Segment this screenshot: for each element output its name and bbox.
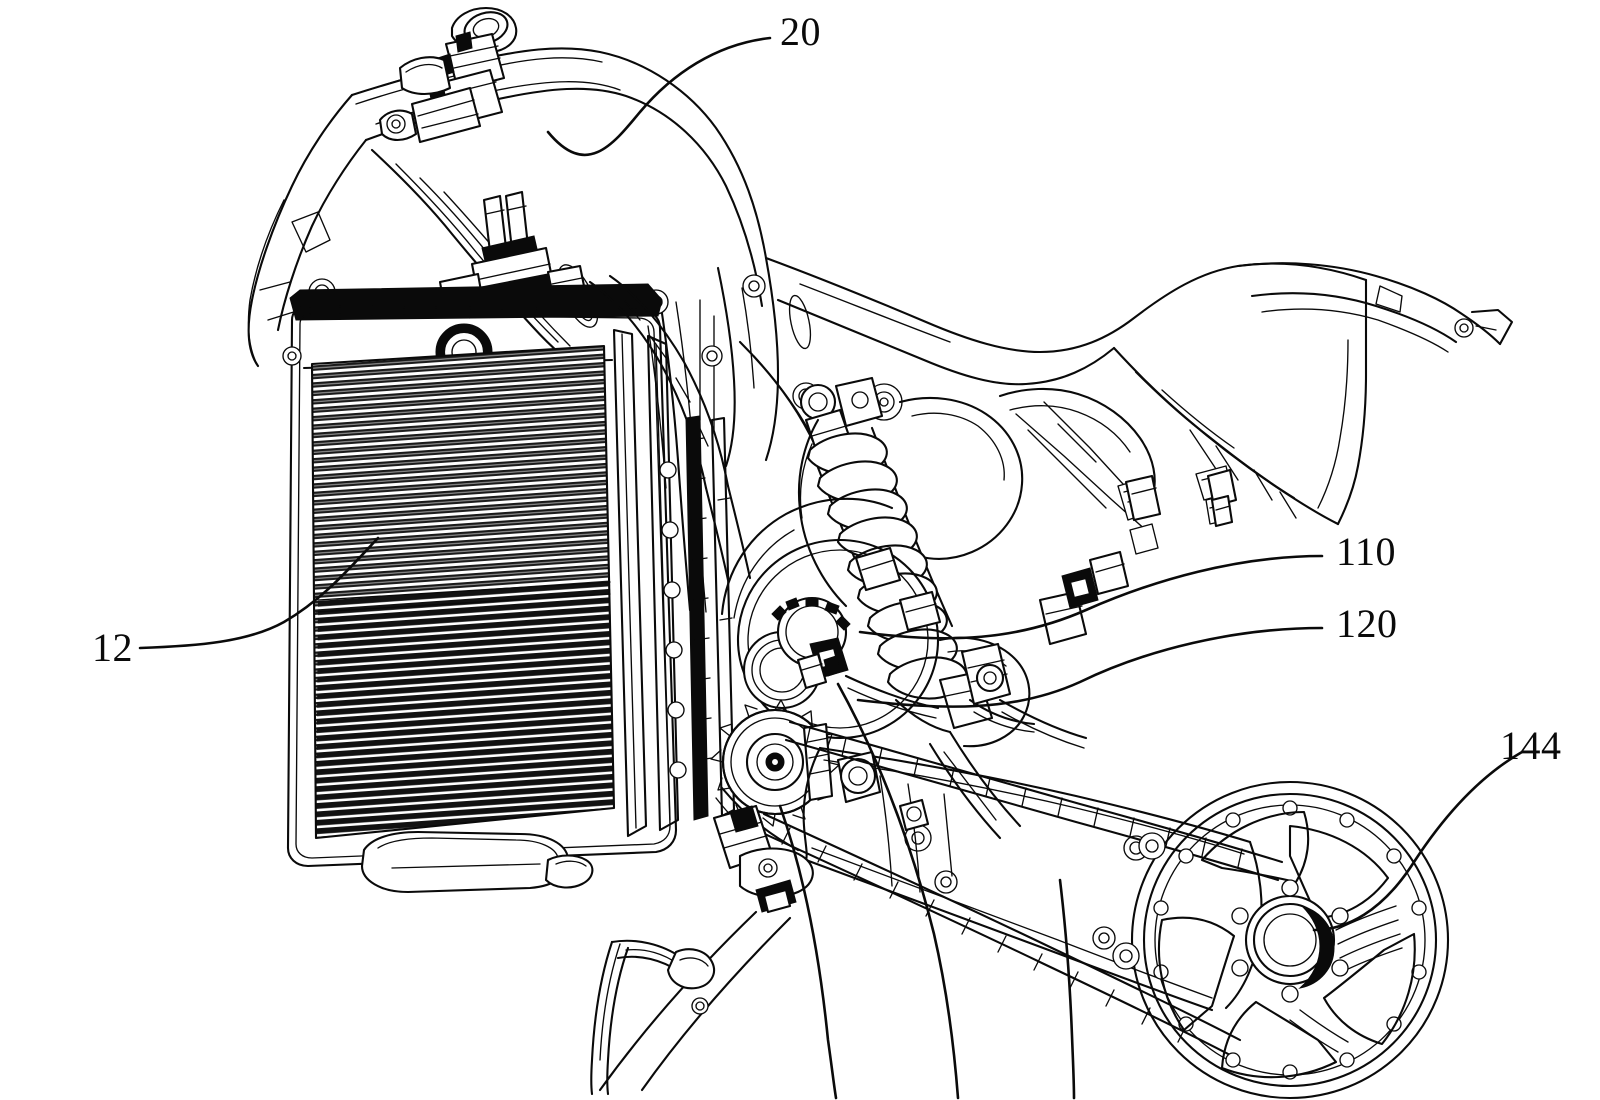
coolant-hoses xyxy=(588,274,842,821)
leader-120 xyxy=(856,626,1324,708)
callout-number-20: 20 xyxy=(780,9,821,54)
front-drive-sprocket xyxy=(710,699,840,863)
drive-motor xyxy=(720,497,942,740)
leader-144 xyxy=(1312,750,1524,932)
callout-leaders xyxy=(138,36,1524,932)
callout-number-120: 120 xyxy=(1336,601,1398,646)
leader-20 xyxy=(546,36,772,157)
callout-number-12: 12 xyxy=(92,625,133,670)
rear-sprocket-pulley xyxy=(1112,780,1450,1100)
side-stand-and-footpeg xyxy=(590,804,814,1096)
lower-leader-lines xyxy=(778,682,1076,1100)
radiator xyxy=(282,283,687,894)
top-connector-component xyxy=(351,6,518,144)
leader-110 xyxy=(858,554,1324,640)
leader-12 xyxy=(138,536,380,650)
callout-number-144: 144 xyxy=(1500,723,1562,768)
callout-number-110: 110 xyxy=(1336,529,1397,574)
